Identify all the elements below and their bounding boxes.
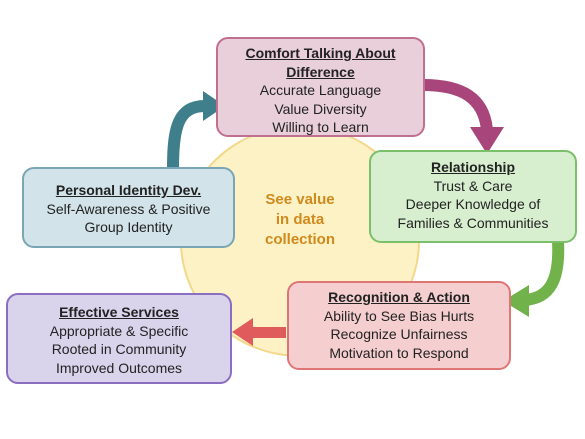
relationship-line-3: Families & Communities — [397, 214, 549, 231]
arrow-recognition-to-services — [250, 327, 286, 338]
relationship-box: Relationship Trust & Care Deeper Knowled… — [369, 150, 577, 243]
center-label: See value in data collection — [255, 190, 345, 250]
relationship-line-2: Deeper Knowledge of — [405, 196, 541, 212]
relationship-title: Relationship — [430, 159, 515, 175]
arrow-identity-to-comfort-head — [203, 91, 225, 121]
recognition-box: Recognition & Action Ability to See Bias… — [287, 281, 511, 370]
arrow-identity-to-comfort — [167, 100, 206, 169]
identity-line-2: Group Identity — [84, 219, 173, 235]
comfort-line-2: Value Diversity — [274, 100, 367, 117]
arrow-recognition-to-services-head — [232, 318, 253, 346]
recognition-line-1: Ability to See Bias Hurts — [323, 307, 475, 324]
services-title: Effective Services — [59, 304, 179, 320]
identity-box: Personal Identity Dev. Self-Awareness & … — [22, 167, 235, 248]
relationship-line-1: Trust & Care — [433, 177, 513, 194]
comfort-box: Comfort Talking About Difference Accurat… — [216, 37, 425, 137]
comfort-title-2: Difference — [286, 63, 355, 80]
comfort-title-1: Comfort Talking About — [245, 45, 396, 61]
recognition-line-3: Motivation to Respond — [329, 344, 469, 361]
services-line-3: Improved Outcomes — [55, 359, 183, 376]
center-label-line-3: collection — [264, 231, 335, 248]
services-line-1: Appropriate & Specific — [49, 322, 189, 339]
identity-title: Personal Identity Dev. — [55, 182, 202, 198]
recognition-title: Recognition & Action — [328, 289, 470, 305]
arrow-comfort-to-relationship — [422, 79, 493, 131]
services-line-2: Rooted in Community — [51, 341, 187, 357]
arrow-relationship-to-recognition-head — [503, 285, 529, 317]
arrow-relationship-to-recognition — [524, 240, 565, 306]
services-box: Effective Services Appropriate & Specifi… — [6, 293, 232, 384]
center-label-line-1: See value — [265, 191, 335, 208]
comfort-line-1: Accurate Language — [259, 82, 382, 98]
recognition-line-2: Recognize Unfairness — [330, 326, 468, 342]
center-label-line-2: in data — [275, 211, 325, 228]
arrow-comfort-to-relationship-head — [470, 127, 504, 154]
identity-line-1: Self-Awareness & Positive — [46, 200, 211, 217]
comfort-line-3: Willing to Learn — [272, 119, 369, 135]
